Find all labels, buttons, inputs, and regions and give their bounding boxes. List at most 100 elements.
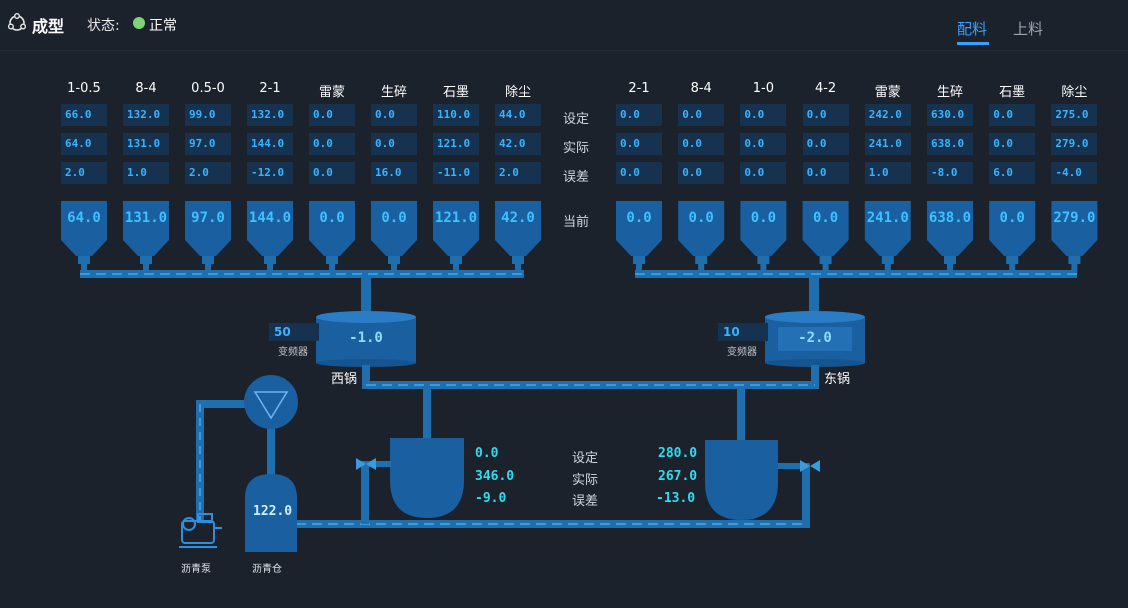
east-error-value: 6.0 bbox=[989, 162, 1036, 184]
east-column-label: 生碎 bbox=[936, 85, 963, 100]
west-frequency-input[interactable]: 50 bbox=[269, 323, 319, 341]
east-set-value[interactable]: 0.0 bbox=[802, 104, 849, 126]
asphalt-pump-icon bbox=[244, 375, 298, 429]
west-error-value: 0.0 bbox=[309, 162, 355, 184]
header-divider bbox=[0, 50, 1128, 51]
east-mixer bbox=[705, 440, 778, 520]
west-mixer bbox=[390, 438, 464, 518]
asphalt-loop-pipe bbox=[196, 400, 275, 522]
row-label-set: 设定 bbox=[563, 112, 590, 127]
east-current-value: 0.0 bbox=[750, 210, 777, 226]
west-pot bbox=[316, 311, 416, 367]
west-hopper bbox=[495, 201, 541, 273]
east-pot bbox=[765, 311, 865, 367]
east-error-value: 0.0 bbox=[678, 162, 725, 184]
east-set-value[interactable]: 0.0 bbox=[989, 104, 1036, 126]
asphalt-tank-label: 沥青仓 bbox=[252, 564, 282, 575]
west-error-value: 2.0 bbox=[61, 162, 107, 184]
west-error-value: 16.0 bbox=[371, 162, 417, 184]
west-column-label: 1-0.5 bbox=[67, 81, 101, 96]
east-hopper bbox=[864, 201, 911, 273]
east-error-value: 0.0 bbox=[802, 162, 849, 184]
east-frequency-input[interactable]: 10 bbox=[718, 323, 768, 341]
west-current-value: 42.0 bbox=[501, 210, 535, 226]
west-set-value[interactable]: 110.0 bbox=[433, 104, 479, 126]
asphalt-tank-value: 122.0 bbox=[253, 504, 293, 519]
east-set-value[interactable]: 242.0 bbox=[864, 104, 911, 126]
east-set-value[interactable]: 0.0 bbox=[678, 104, 725, 126]
asphalt-pump-label: 沥青泵 bbox=[181, 564, 211, 575]
west-set-value[interactable]: 132.0 bbox=[123, 104, 169, 126]
tab-batching[interactable]: 配料 bbox=[957, 20, 988, 38]
west-actual-value: 42.0 bbox=[495, 133, 541, 155]
west-set-value[interactable]: 132.0 bbox=[247, 104, 293, 126]
west-actual-value: 64.0 bbox=[61, 133, 107, 155]
west-current-value: 121.0 bbox=[434, 210, 478, 226]
west-pot-value: -1.0 bbox=[349, 330, 383, 346]
east-current-value: 241.0 bbox=[866, 210, 909, 226]
east-error-value: 1.0 bbox=[864, 162, 911, 184]
west-actual-value: 0.0 bbox=[309, 133, 355, 155]
west-column-label: 0.5-0 bbox=[191, 81, 225, 96]
east-frequency-label: 变频器 bbox=[727, 347, 757, 358]
west-set-value[interactable]: 44.0 bbox=[495, 104, 541, 126]
mixer-label-error: 误差 bbox=[572, 494, 599, 509]
west-column-label: 雷蒙 bbox=[318, 85, 345, 100]
east-set-value[interactable]: 0.0 bbox=[616, 104, 662, 126]
west-actual-value: 131.0 bbox=[123, 133, 169, 155]
tab-feeding[interactable]: 上料 bbox=[1013, 20, 1044, 38]
west-hopper bbox=[185, 201, 231, 273]
west-set-value[interactable]: 66.0 bbox=[61, 104, 107, 126]
west-collector-pipe bbox=[80, 270, 524, 316]
east-set-value[interactable]: 0.0 bbox=[740, 104, 787, 126]
west-error-value: -11.0 bbox=[433, 162, 479, 184]
east-current-value: 0.0 bbox=[999, 210, 1025, 226]
west-actual-value: 144.0 bbox=[247, 133, 293, 155]
east-column-label: 2-1 bbox=[628, 81, 650, 96]
east-hopper bbox=[740, 201, 787, 273]
east-mixer-set: 280.0 bbox=[658, 446, 698, 461]
west-valve-icon bbox=[356, 458, 376, 470]
west-set-value[interactable]: 99.0 bbox=[185, 104, 231, 126]
asphalt-tank bbox=[245, 474, 297, 552]
row-label-current: 当前 bbox=[563, 215, 590, 230]
east-actual-value: 279.0 bbox=[1051, 133, 1098, 155]
east-set-value[interactable]: 630.0 bbox=[927, 104, 973, 126]
east-error-value: 0.0 bbox=[616, 162, 662, 184]
west-set-value[interactable]: 0.0 bbox=[371, 104, 417, 126]
east-column-label: 除尘 bbox=[1061, 85, 1088, 100]
east-valve-icon bbox=[800, 460, 820, 472]
east-error-value: -4.0 bbox=[1051, 162, 1098, 184]
west-set-value[interactable]: 0.0 bbox=[309, 104, 355, 126]
east-set-value[interactable]: 275.0 bbox=[1051, 104, 1098, 126]
east-actual-value: 241.0 bbox=[864, 133, 911, 155]
west-hopper bbox=[433, 201, 479, 273]
east-pot-name: 东锅 bbox=[824, 372, 851, 387]
east-actual-value: 0.0 bbox=[678, 133, 725, 155]
west-pot-name: 西锅 bbox=[331, 372, 358, 387]
west-column-label: 除尘 bbox=[504, 85, 531, 100]
asphalt-motor-icon bbox=[179, 513, 222, 548]
east-current-value: 279.0 bbox=[1053, 210, 1096, 226]
west-error-value: 2.0 bbox=[185, 162, 231, 184]
status-text: 正常 bbox=[149, 18, 177, 34]
west-hopper bbox=[61, 201, 107, 273]
west-error-value: 1.0 bbox=[123, 162, 169, 184]
east-actual-value: 0.0 bbox=[989, 133, 1036, 155]
west-column-label: 生碎 bbox=[380, 85, 407, 100]
west-current-value: 144.0 bbox=[248, 210, 292, 226]
east-hopper bbox=[802, 201, 849, 273]
east-column-label: 1-0 bbox=[752, 81, 774, 96]
east-collector-pipe bbox=[635, 270, 1077, 316]
west-current-value: 131.0 bbox=[124, 210, 168, 226]
mixer-label-actual: 实际 bbox=[572, 473, 599, 488]
west-current-value: 0.0 bbox=[381, 210, 407, 226]
east-actual-value: 0.0 bbox=[802, 133, 849, 155]
west-actual-value: 121.0 bbox=[433, 133, 479, 155]
pot-link-pipe bbox=[362, 365, 819, 441]
east-pot-value: -2.0 bbox=[798, 330, 832, 346]
west-hopper bbox=[247, 201, 293, 273]
east-column-label: 石墨 bbox=[999, 85, 1026, 100]
west-current-value: 97.0 bbox=[191, 210, 225, 226]
molding-icon bbox=[7, 13, 27, 31]
